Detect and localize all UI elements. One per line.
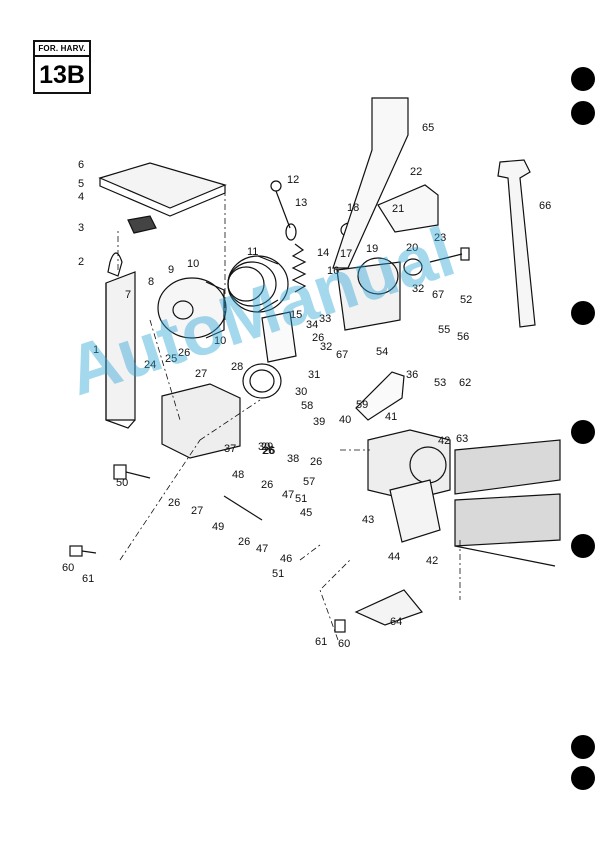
- callout-23: 23: [434, 232, 446, 244]
- callout-7: 7: [125, 289, 131, 301]
- callout-51: 51: [272, 568, 284, 580]
- callout-5: 5: [78, 178, 84, 190]
- callout-10: 10: [187, 258, 199, 270]
- section-code: 13B: [39, 61, 85, 89]
- callout-30: 30: [258, 441, 270, 453]
- callout-54: 54: [376, 346, 388, 358]
- callout-33: 33: [319, 313, 331, 325]
- callout-59: 59: [356, 399, 368, 411]
- callout-47: 47: [282, 489, 294, 501]
- callout-60: 60: [62, 562, 74, 574]
- callout-62: 62: [459, 377, 471, 389]
- callout-31: 31: [308, 369, 320, 381]
- binder-hole: [571, 735, 595, 759]
- binder-hole: [571, 534, 595, 558]
- callout-60: 60: [338, 638, 350, 650]
- callout-57: 57: [303, 476, 315, 488]
- callout-40: 40: [339, 414, 351, 426]
- callout-10: 10: [214, 335, 226, 347]
- callout-26: 26: [261, 479, 273, 491]
- callout-13: 13: [295, 197, 307, 209]
- centre-lines: [117, 190, 461, 641]
- callout-9: 9: [168, 264, 174, 276]
- callout-6: 6: [78, 159, 84, 171]
- callout-67: 67: [336, 349, 348, 361]
- callout-43: 43: [362, 514, 374, 526]
- binder-hole: [571, 67, 595, 91]
- callout-25: 25: [165, 353, 177, 365]
- callout-51: 51: [295, 493, 307, 505]
- callout-11: 11: [247, 246, 258, 258]
- callout-41: 41: [385, 411, 397, 423]
- callout-50: 50: [116, 477, 128, 489]
- callout-26: 26: [178, 347, 190, 359]
- callout-45: 45: [300, 507, 312, 519]
- callout-2: 2: [78, 256, 84, 268]
- callout-65: 65: [422, 122, 434, 134]
- callout-63: 63: [456, 433, 468, 445]
- section-tag: FOR. HARV. 13B: [33, 40, 91, 94]
- callout-29: 29: [261, 441, 273, 453]
- callout-34: 34: [306, 319, 318, 331]
- callout-3: 3: [78, 222, 84, 234]
- callout-12: 12: [287, 174, 299, 186]
- callout-49: 49: [212, 521, 224, 533]
- callout-42: 42: [426, 555, 438, 567]
- callout-15: 15: [290, 309, 302, 321]
- callout-26: 26: [312, 332, 324, 344]
- callout-27: 27: [191, 505, 203, 517]
- callout-1: 1: [93, 344, 99, 356]
- callout-14: 14: [317, 247, 329, 259]
- callout-58: 58: [301, 400, 313, 412]
- callout-20: 20: [406, 242, 418, 254]
- callout-18: 18: [347, 202, 359, 214]
- callout-21: 21: [392, 203, 404, 215]
- callout-26: 26: [263, 445, 275, 457]
- callout-32: 32: [320, 341, 332, 353]
- callout-8: 8: [148, 276, 154, 288]
- callout-30: 30: [295, 386, 307, 398]
- callout-37: 37: [224, 443, 236, 455]
- callout-67: 67: [432, 289, 444, 301]
- callout-52: 52: [460, 294, 472, 306]
- callout-17: 17: [340, 248, 352, 260]
- callout-26: 26: [238, 536, 250, 548]
- callout-61: 61: [82, 573, 94, 585]
- callout-66: 66: [539, 200, 551, 212]
- callout-55: 55: [438, 324, 450, 336]
- binder-hole: [571, 420, 595, 444]
- callout-48: 48: [232, 469, 244, 481]
- callout-38: 38: [287, 453, 299, 465]
- callout-36: 36: [406, 369, 418, 381]
- binder-hole: [571, 766, 595, 790]
- callout-19: 19: [366, 243, 378, 255]
- callout-22: 22: [410, 166, 422, 178]
- callout-61: 61: [315, 636, 327, 648]
- callout-46: 46: [280, 553, 292, 565]
- part-drawings: [69, 97, 561, 633]
- callout-64: 64: [390, 616, 402, 628]
- binder-hole: [571, 101, 595, 125]
- callout-4: 4: [78, 191, 84, 203]
- callout-39: 39: [313, 416, 325, 428]
- binder-hole: [571, 301, 595, 325]
- callout-28: 28: [231, 361, 243, 373]
- callout-53: 53: [434, 377, 446, 389]
- callout-16: 16: [327, 265, 339, 277]
- callout-44: 44: [388, 551, 400, 563]
- callout-47: 47: [256, 543, 268, 555]
- callout-32: 32: [412, 283, 424, 295]
- callout-27: 27: [195, 368, 207, 380]
- callout-26: 26: [168, 497, 180, 509]
- callout-26: 26: [262, 445, 274, 457]
- section-label: FOR. HARV.: [35, 42, 89, 57]
- callout-26: 26: [310, 456, 322, 468]
- callout-56: 56: [457, 331, 469, 343]
- callout-24: 24: [144, 359, 156, 371]
- callout-42: 42: [438, 435, 450, 447]
